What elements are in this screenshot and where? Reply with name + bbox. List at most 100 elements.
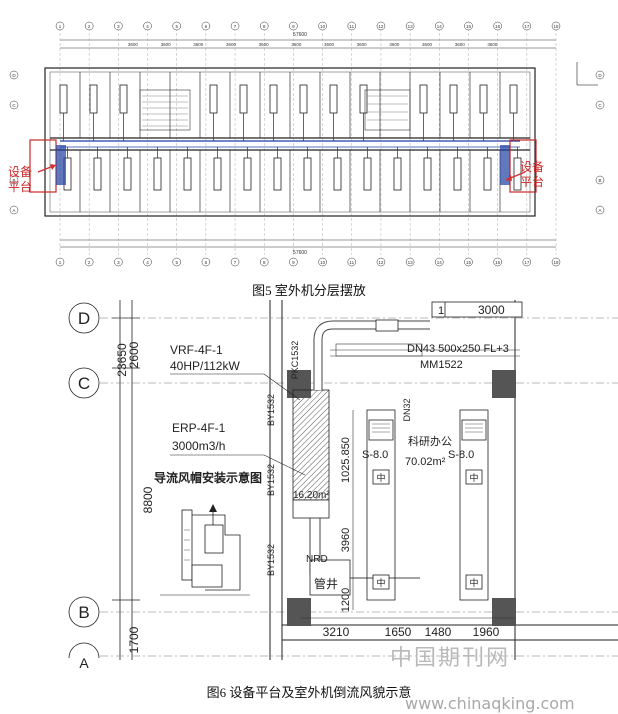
axis-marker-top-label: 1 xyxy=(59,24,62,29)
axis-marker-bottom-label: 17 xyxy=(524,260,530,265)
top-dimension-label: 3600 xyxy=(324,42,335,47)
top-dimension-label: 3600 xyxy=(389,42,400,47)
axis-marker-bottom-label: 14 xyxy=(437,260,443,265)
axis-marker-bottom xyxy=(318,257,327,267)
vrf-spec: 40HP/112kW xyxy=(170,359,240,373)
mm-label: MM1522 xyxy=(420,359,463,371)
indoor-unit-top xyxy=(479,84,488,114)
axis-marker-top-label: 18 xyxy=(553,24,559,29)
axis-marker-bottom-label: 2 xyxy=(88,260,91,265)
indoor-unit-top xyxy=(209,84,218,114)
axis-marker-top-label: 12 xyxy=(378,24,384,29)
axis-marker-bottom xyxy=(347,257,357,267)
bottom-dim-3: 1480 xyxy=(425,625,452,639)
axis-marker-side xyxy=(9,175,19,185)
indoor-unit-top xyxy=(329,84,338,114)
indoor-unit-bottom xyxy=(333,157,342,191)
left-platform-label-line2: 平台 xyxy=(8,180,33,194)
total-dimension: 57600 xyxy=(293,32,307,38)
axis-marker-bottom-label: 18 xyxy=(553,260,559,265)
top-dimension-label: 3600 xyxy=(193,42,204,47)
left-platform-label: 设备 平台 xyxy=(8,165,32,195)
axis-marker-bottom xyxy=(230,257,240,267)
indoor-unit-top xyxy=(509,84,518,114)
dim-2600: 2600 xyxy=(127,341,141,368)
axis-marker-bottom-label: 1 xyxy=(59,260,62,265)
axis-marker-bottom xyxy=(201,257,211,267)
axis-marker-side xyxy=(9,100,19,110)
axis-marker-bottom xyxy=(84,257,94,267)
unit-center-label-3: 中 xyxy=(376,577,385,588)
axis-marker-bottom xyxy=(172,257,181,267)
svg-text:1: 1 xyxy=(438,305,444,317)
dim-23650: 23650 xyxy=(115,343,129,377)
erp-spec: 3000m3/h xyxy=(172,439,225,453)
axis-marker-top xyxy=(522,21,532,31)
axis-marker-bottom-label: 9 xyxy=(292,260,295,265)
left-platform-label-line1: 设备 xyxy=(8,165,33,179)
axis-marker-bottom-label: 10 xyxy=(320,260,326,265)
axis-marker-bottom-label: 15 xyxy=(466,260,472,265)
top-dimension-label: 3600 xyxy=(291,42,302,47)
axis-marker-side xyxy=(9,70,19,80)
axis-marker-bottom-label: 13 xyxy=(408,260,414,265)
axis-marker-bottom xyxy=(522,257,532,267)
indoor-unit-top xyxy=(299,84,308,114)
watermark-cn: 中国期刊网 xyxy=(390,646,511,671)
dn32-label: DN32 xyxy=(402,398,412,421)
right-platform-label-line1: 设备 xyxy=(520,160,545,174)
axis-marker-top-label: 9 xyxy=(292,24,295,29)
indoor-unit-top xyxy=(119,84,128,114)
axis-marker-bottom xyxy=(114,257,123,267)
axis-marker-top-label: 7 xyxy=(234,24,237,29)
indoor-unit-bottom xyxy=(123,157,132,191)
axis-marker-bottom xyxy=(493,257,502,267)
s8-left: S-8.0 xyxy=(362,449,388,461)
axis-marker-top xyxy=(347,21,357,31)
right-platform-label-line2: 平台 xyxy=(520,175,545,189)
pipe-label-3: BY1532 xyxy=(266,544,276,576)
s8-right: S-8.0 xyxy=(448,449,474,461)
axis-marker-bottom xyxy=(55,257,65,267)
axis-marker-top xyxy=(493,21,502,31)
axis-marker-top-label: 3 xyxy=(117,24,120,29)
axis-marker-top-label: 14 xyxy=(437,24,443,29)
erp-name: ERP-4F-1 xyxy=(172,421,226,435)
axis-marker-side-label: B xyxy=(12,178,15,183)
axis-marker-bottom-label: 3 xyxy=(117,260,120,265)
axis-marker-top xyxy=(230,21,240,31)
area-small: 16.20m² xyxy=(293,490,330,501)
indoor-unit-bottom xyxy=(273,157,282,191)
axis-marker-top-label: 2 xyxy=(88,24,91,29)
indoor-unit-bottom xyxy=(213,157,222,191)
dim-8800: 8800 xyxy=(141,486,155,513)
grid-marker-d: D xyxy=(78,309,90,328)
indoor-unit-bottom xyxy=(303,157,312,191)
axis-marker-bottom xyxy=(143,257,152,267)
indoor-unit-top xyxy=(59,84,68,114)
top-dimension-label: 3600 xyxy=(128,42,139,47)
axis-marker-side xyxy=(595,100,605,110)
top-dimension-label: 3600 xyxy=(226,42,237,47)
nrd-label: NRD xyxy=(306,554,328,565)
grid-marker-b: B xyxy=(78,603,89,622)
indoor-unit-bottom xyxy=(453,157,462,191)
axis-marker-side-label: B xyxy=(598,178,601,183)
room-label: 科研办公 xyxy=(408,434,452,448)
axis-marker-top-label: 15 xyxy=(466,24,472,29)
axis-marker-top-label: 17 xyxy=(524,24,530,29)
figure-5-caption: 图5 室外机分层摆放 xyxy=(252,283,366,298)
axis-marker-bottom-label: 7 xyxy=(234,260,237,265)
axis-marker-side xyxy=(595,175,605,185)
axis-marker-top xyxy=(114,21,123,31)
platform-detail-drawing: D C B A 23650 2600 8800 1700 1 3000 DN43… xyxy=(68,300,618,671)
indoor-unit-top xyxy=(419,84,428,114)
bottom-dim-1: 3210 xyxy=(323,625,350,639)
hood-title: 导流风帽安装示意图 xyxy=(154,470,262,485)
axis-marker-top xyxy=(201,21,211,31)
axis-marker-bottom-label: 12 xyxy=(378,260,384,265)
axis-marker-bottom xyxy=(259,257,269,267)
axis-marker-bottom-label: 6 xyxy=(205,260,208,265)
top-dimension-label: 3600 xyxy=(259,42,270,47)
indoor-unit-top xyxy=(359,84,368,114)
